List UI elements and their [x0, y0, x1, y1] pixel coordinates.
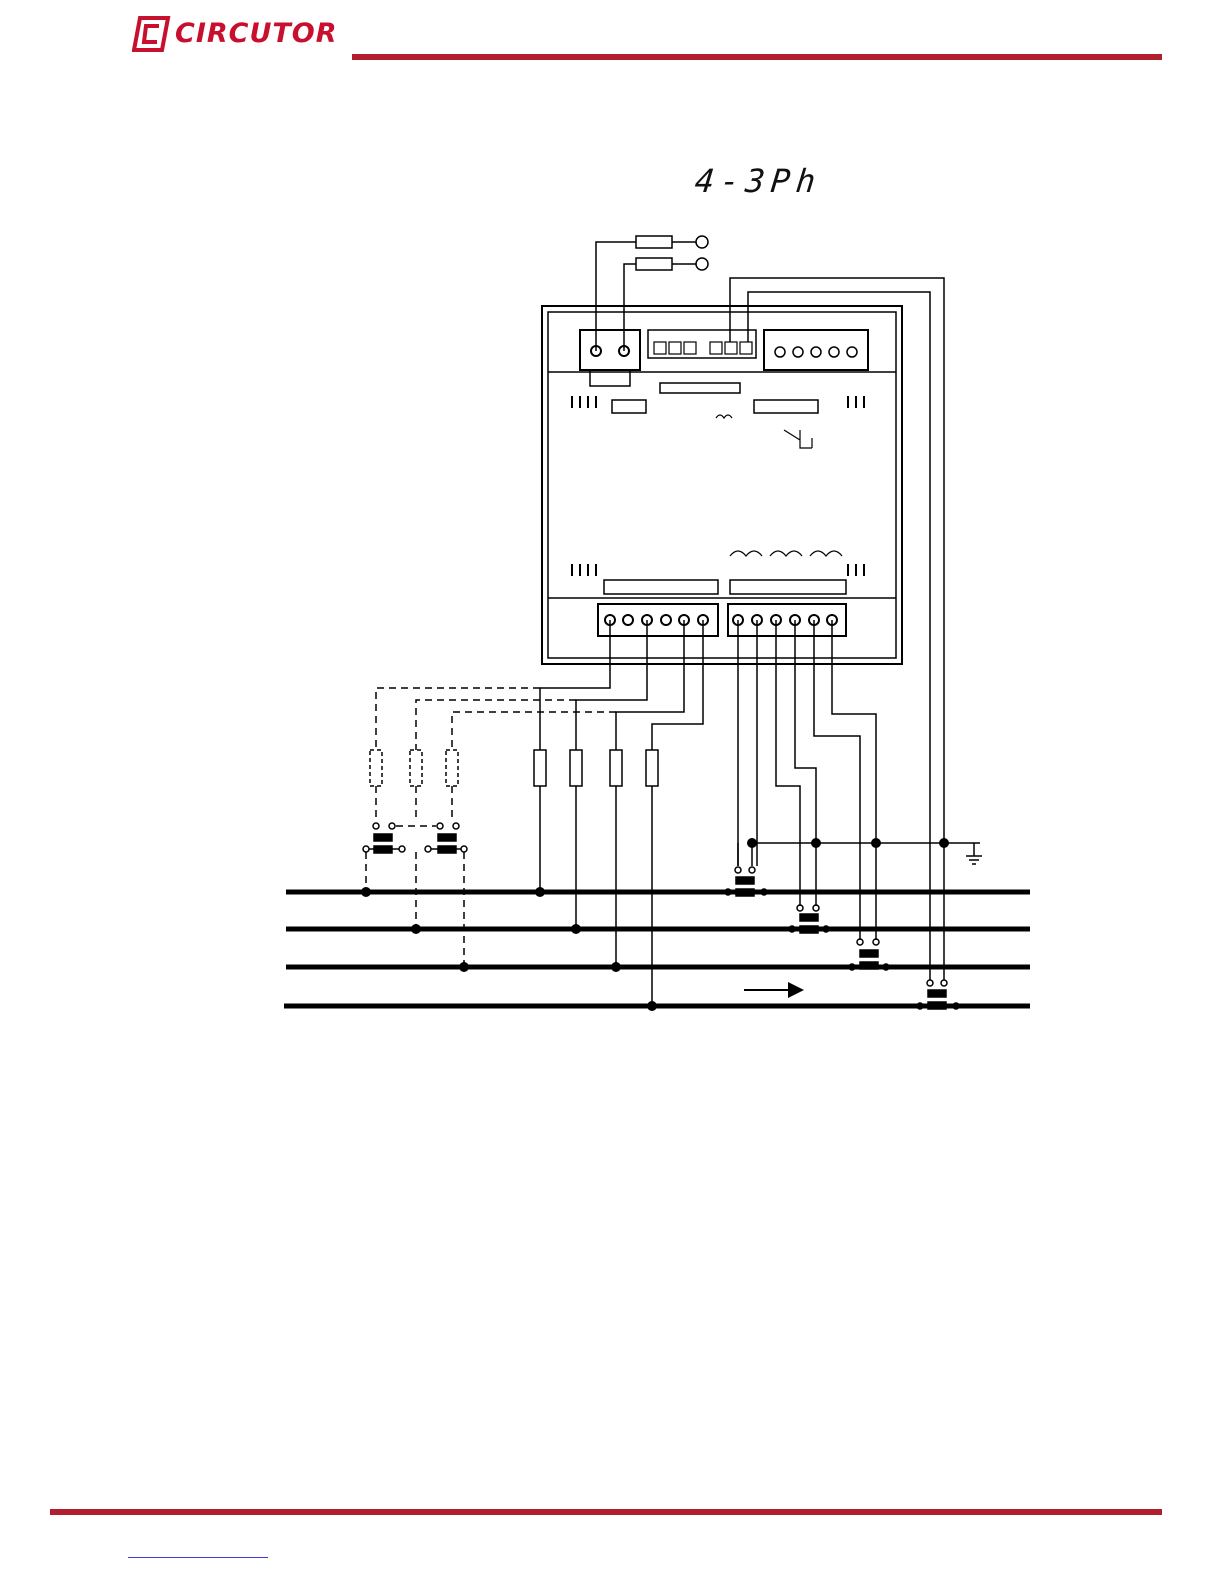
- phase-lines: [284, 892, 1030, 1006]
- current-transformers: [725, 867, 959, 1009]
- aux-supply-wiring: [596, 236, 708, 351]
- flow-arrow: [744, 982, 804, 998]
- ct-top-wiring: [730, 278, 944, 980]
- footer-link-underline[interactable]: [128, 1557, 268, 1558]
- voltage-transformers: [363, 823, 467, 853]
- junction-dots: [361, 838, 949, 1011]
- meter-device: [542, 306, 902, 664]
- voltage-wiring: [534, 620, 703, 1006]
- footer-rule: [50, 1509, 1162, 1515]
- vt-fuses: [370, 750, 458, 786]
